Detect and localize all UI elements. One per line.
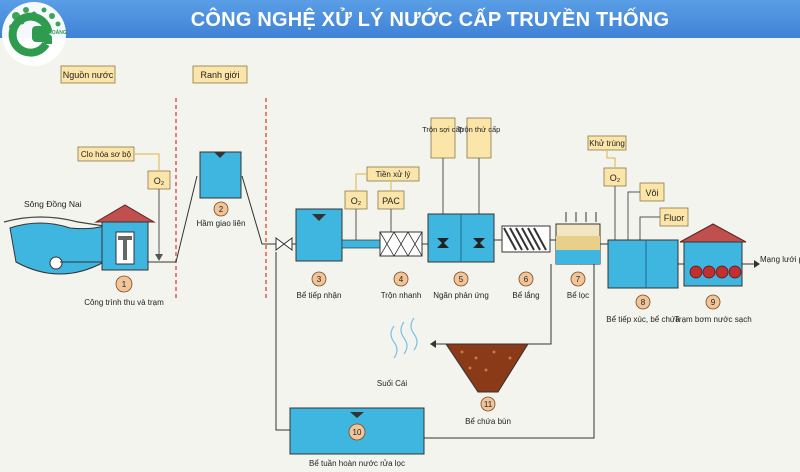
station-11-number: 11	[484, 400, 493, 409]
station-6-label: Bể lắng	[512, 291, 539, 300]
mix-aux-box	[466, 117, 492, 159]
station-10-marker	[348, 423, 366, 441]
pre-chlorination-line	[134, 153, 160, 171]
zone-source-label: Nguồn nước	[63, 70, 114, 80]
station-5-label: Ngăn phản ứng	[433, 291, 489, 300]
zone-boundary-label: Ranh giới	[201, 70, 240, 80]
pump-station	[683, 241, 743, 287]
river-basin	[9, 222, 105, 275]
station-3-number: 3	[317, 275, 322, 284]
tunnel-water-mark	[214, 152, 226, 158]
station-9-label: Trạm bơm nước sạch	[674, 315, 751, 324]
pipe-tunnel-down	[241, 175, 276, 245]
mix-coag-label: Trộn sợi cấp	[422, 125, 464, 134]
mix-aux-label: Trộn thứ cấp	[458, 125, 501, 134]
filter-water	[556, 250, 600, 264]
station-9-marker	[705, 294, 721, 310]
station-7-number: 7	[576, 275, 581, 284]
station-8-number: 8	[641, 298, 646, 307]
station-1-number: 1	[122, 280, 127, 289]
pump-shaft	[123, 240, 127, 260]
station-1-label: Công trình thu và trạm	[84, 298, 164, 307]
river-label: Sông Đồng Nai	[24, 199, 82, 209]
station-3-marker	[311, 271, 327, 287]
station-2-marker	[213, 201, 229, 217]
river-banks	[3, 216, 105, 227]
creek-waves	[390, 317, 418, 359]
pre-treatment-line	[355, 173, 367, 191]
disinfection-label: Khử trùng	[589, 139, 625, 148]
station-10-label: Bể tuần hoàn nước rửa lọc	[309, 459, 405, 468]
title-bar	[0, 0, 800, 38]
pre-treatment-label: Tiền xử lý	[376, 170, 411, 179]
station-9-number: 9	[711, 298, 716, 307]
page-title: CÔNG NGHỆ XỬ LÝ NƯỚC CẤP TRUYỀN THỐNG	[190, 9, 670, 31]
lime-feed-line	[627, 191, 640, 240]
sludge-particles	[460, 350, 512, 372]
output-label: Mạng lưới phân phối	[760, 255, 800, 264]
intake-pipe-end	[49, 256, 63, 270]
pac-label: PAC	[382, 196, 400, 206]
station-11-label: Bể chứa bùn	[465, 417, 511, 426]
station-5-marker	[453, 271, 469, 287]
station-8-marker	[635, 294, 651, 310]
backwash-in-line	[424, 264, 595, 439]
pre-chlorination-label: Clo hóa sơ bộ	[81, 150, 132, 159]
company-logo: GIA HOÀNG	[2, 2, 67, 66]
station-11-marker	[480, 396, 496, 412]
pump-station-roof	[679, 223, 747, 243]
intake-roof	[94, 204, 156, 223]
backwash-water-mark	[350, 412, 364, 418]
station-2-number: 2	[219, 205, 224, 214]
disinfection-line	[606, 150, 616, 168]
mix-coag-box	[430, 117, 456, 159]
contact-tank	[607, 239, 679, 289]
o2-label-3: O₂	[610, 173, 621, 183]
station-6-number: 6	[524, 275, 529, 284]
sludge-tank	[445, 343, 529, 393]
station-3-label: Bể tiếp nhận	[297, 291, 342, 300]
output-arrow	[754, 260, 760, 268]
pump-head	[118, 236, 132, 240]
station-6-marker	[518, 271, 534, 287]
fluor-feed-line	[639, 216, 660, 240]
station-5-number: 5	[459, 275, 464, 284]
agitator-2b	[473, 242, 485, 248]
fluor-label: Fluor	[664, 213, 685, 223]
valve-icon	[275, 237, 293, 251]
station-8-label: Bể tiếp xúc, bể chứa	[606, 315, 680, 324]
sludge-line	[528, 264, 552, 345]
pipe-intake-to-tunnel	[148, 175, 198, 263]
zone-boundary-box	[192, 65, 248, 84]
station-7-label: Bể lọc	[567, 291, 589, 300]
filter-media	[556, 236, 600, 250]
filter-inflow-arrows	[565, 212, 597, 222]
rapid-mixer-pattern	[379, 231, 423, 257]
station-2-label: Hầm giao liên	[197, 219, 246, 228]
station-1-marker	[115, 275, 133, 293]
agitator-1b	[437, 242, 449, 248]
station-7-marker	[570, 271, 586, 287]
station-4-number: 4	[399, 275, 404, 284]
tunnel-tank	[199, 151, 242, 199]
backwash-return-line	[275, 252, 290, 431]
station-4-label: Trộn nhanh	[381, 291, 422, 300]
zone-source-box	[60, 65, 116, 84]
agitator-1	[437, 238, 449, 244]
logo-text: GIA HOÀNG	[38, 29, 67, 36]
o2-label-2: O₂	[351, 196, 362, 206]
sludge-to-creek-arrow	[430, 340, 436, 348]
pipe-receiving-to-mixer	[341, 239, 381, 249]
agitator-2	[473, 238, 485, 244]
station-4-marker	[393, 271, 409, 287]
creek-label: Suối Cái	[377, 379, 407, 388]
settling-plates	[503, 227, 547, 251]
lime-label: Vôi	[645, 188, 658, 198]
pump-units	[689, 265, 742, 279]
o2-feed-arrow-1	[155, 254, 163, 261]
receiving-water-mark	[312, 214, 326, 221]
station-10-number: 10	[353, 428, 362, 437]
o2-label-1: O₂	[154, 176, 165, 186]
